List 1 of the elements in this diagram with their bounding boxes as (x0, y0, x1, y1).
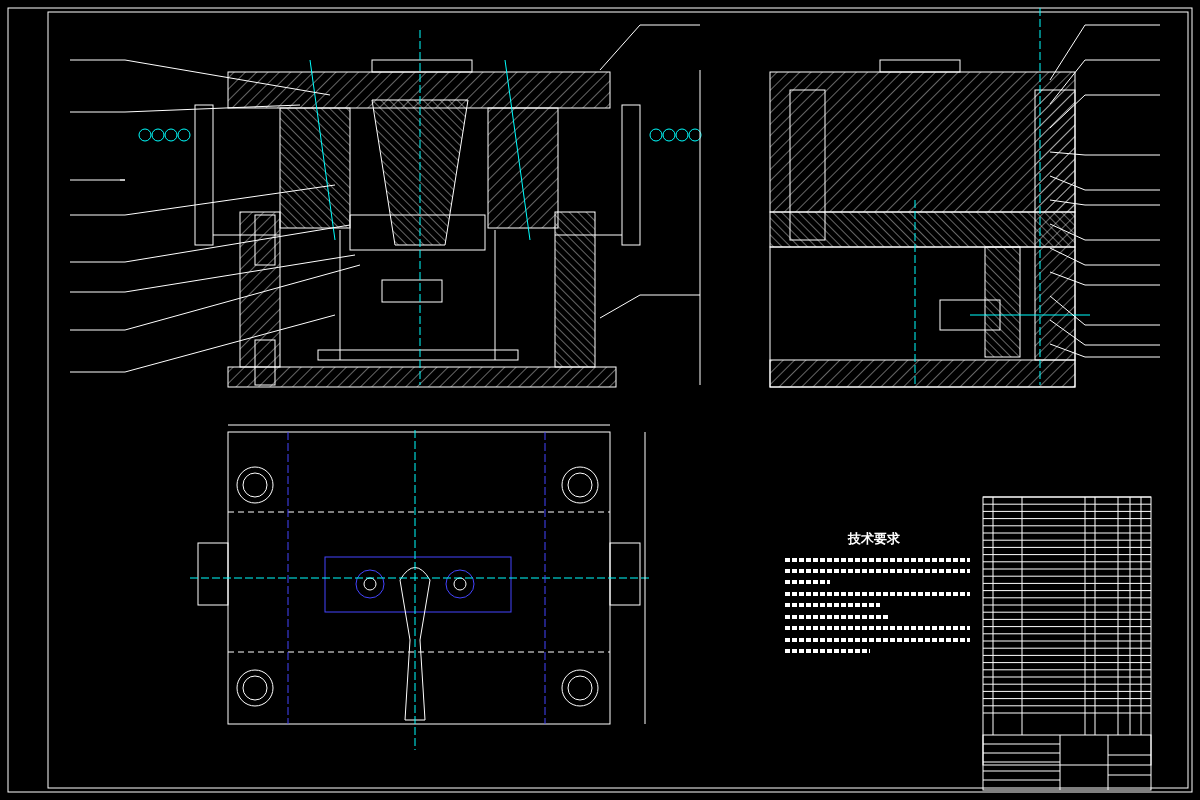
heading: 技术要求 (848, 530, 900, 548)
